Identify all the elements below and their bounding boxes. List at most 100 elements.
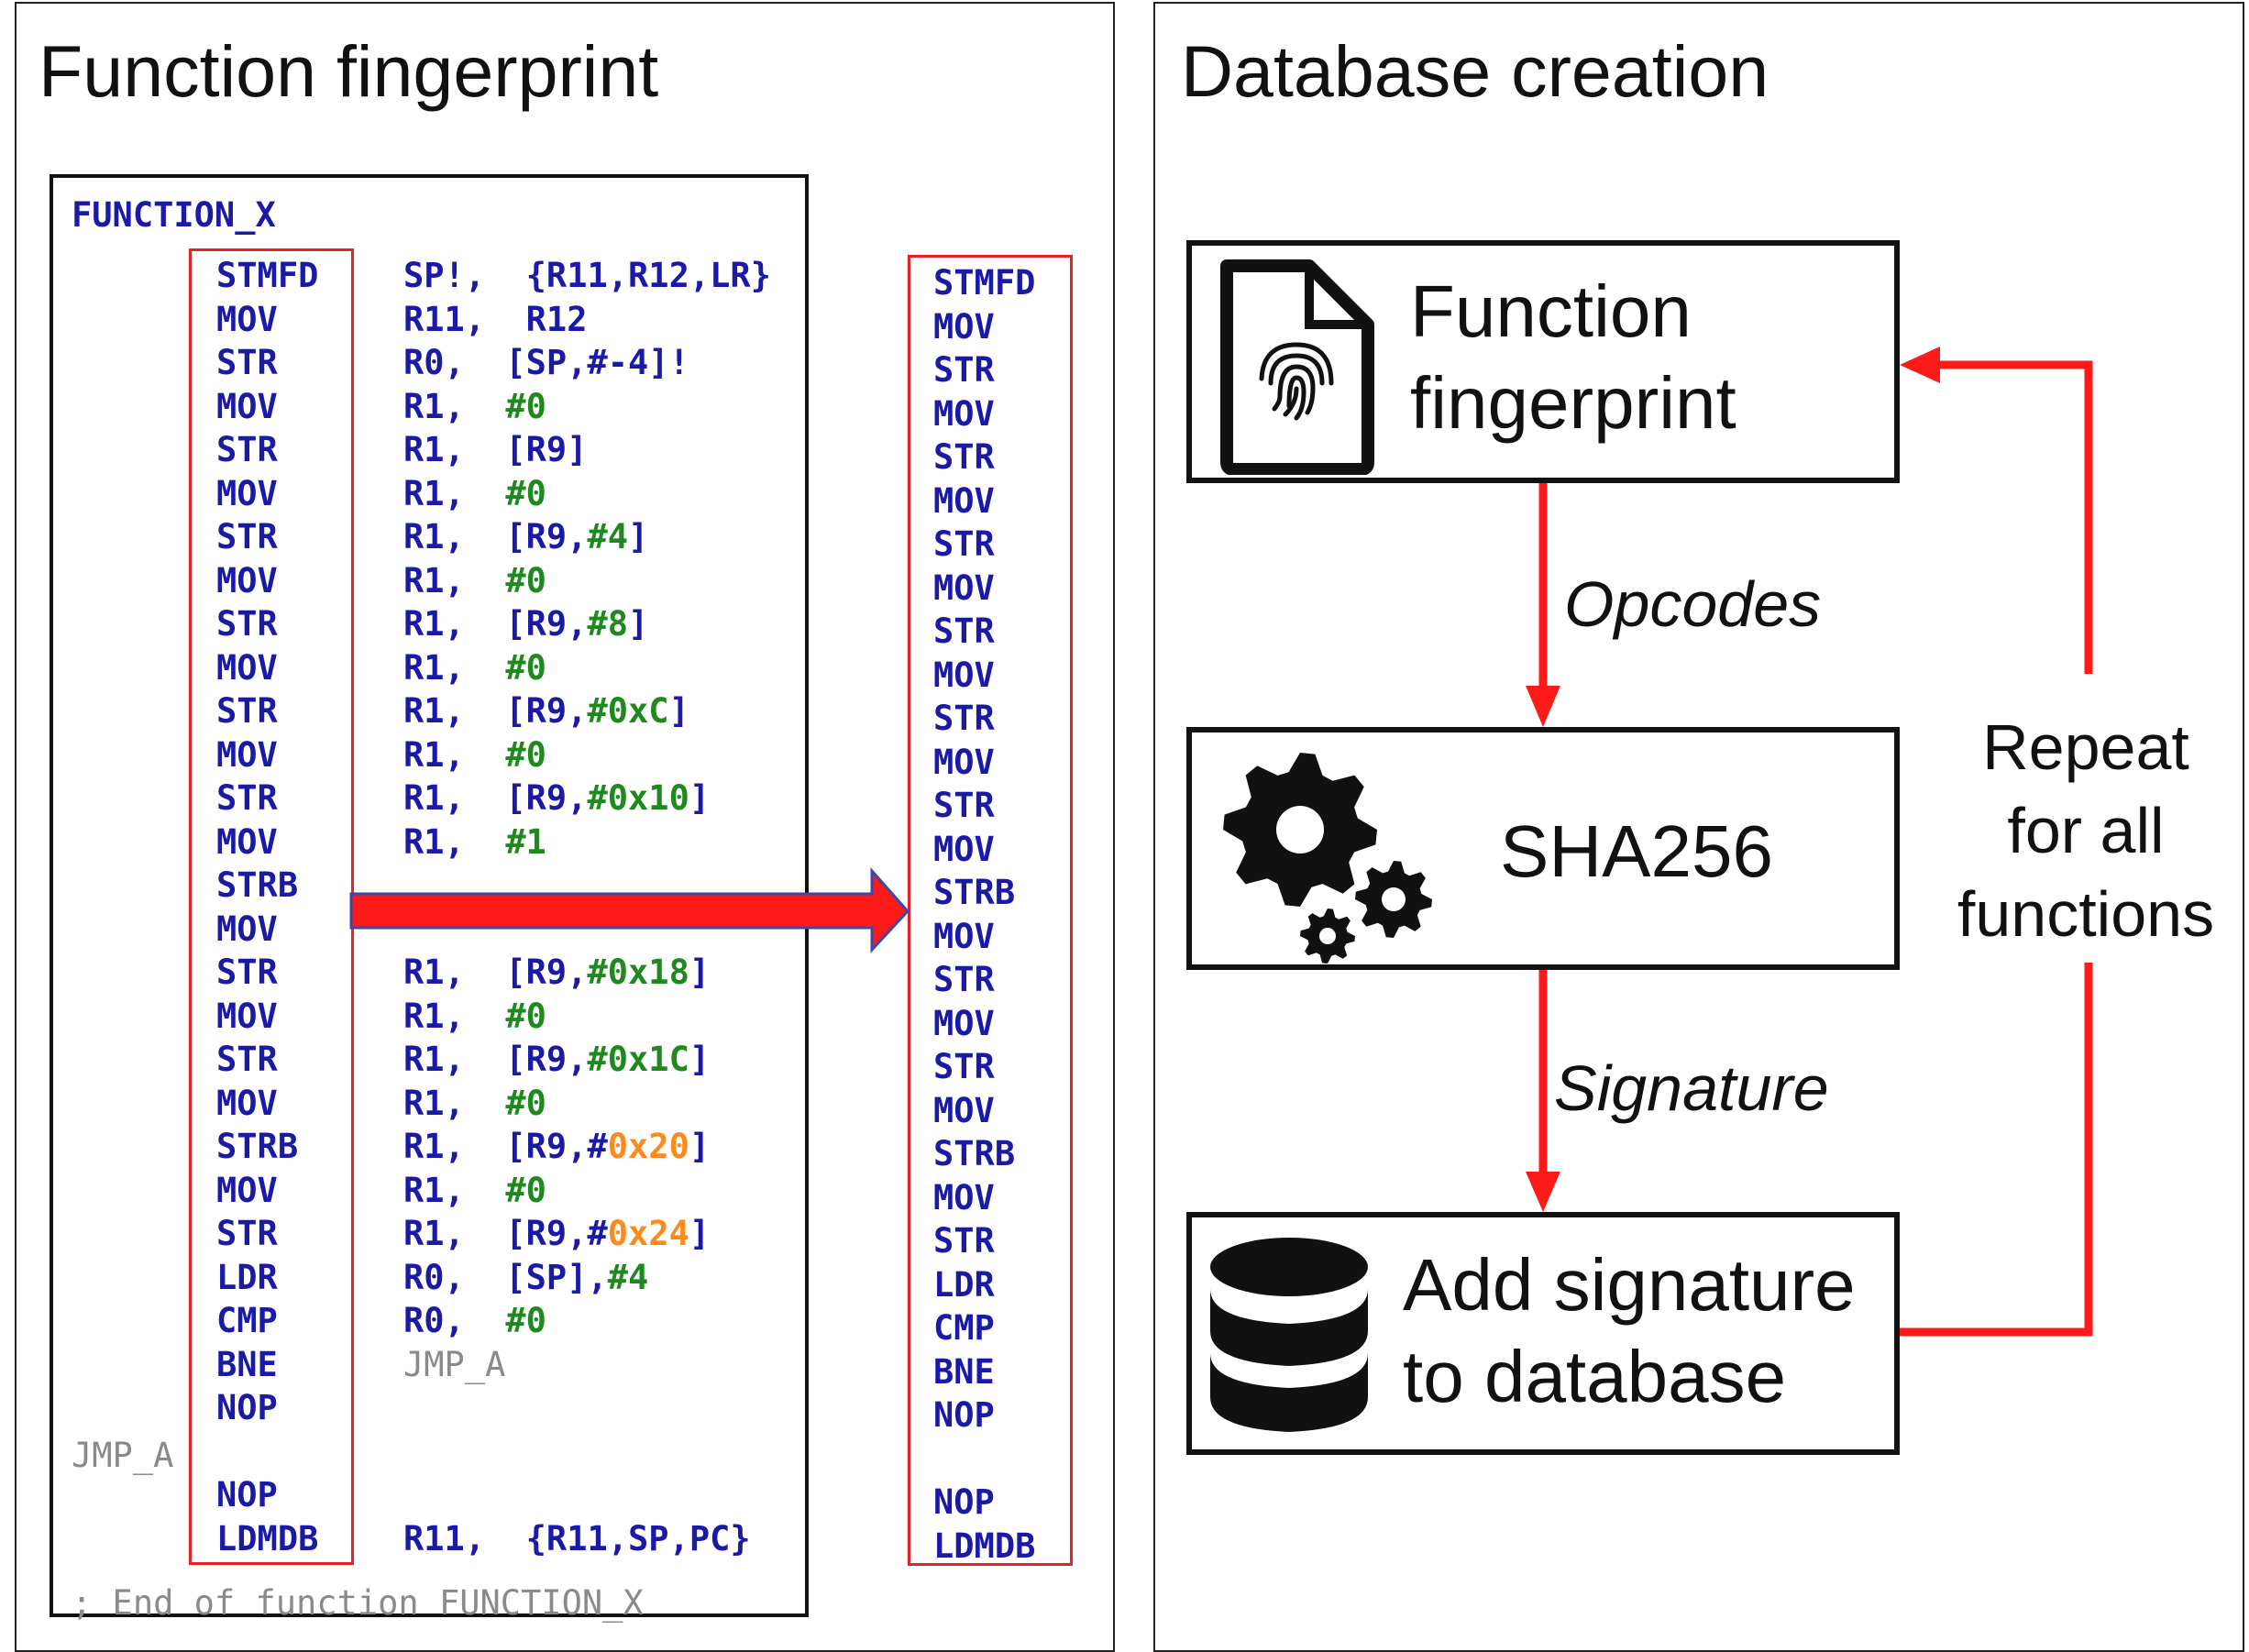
opcode-mnemonic: MOV <box>216 647 278 688</box>
fingerprint-node-line2: fingerprint <box>1410 362 1736 444</box>
opcode-mnemonic: BNE <box>216 1344 278 1384</box>
operand-part: R1, [R9, <box>403 1040 588 1079</box>
extract-opcodes-arrow <box>349 867 910 953</box>
operands: R0, [SP],#4 <box>403 1261 648 1294</box>
signature-edge-label: Signature <box>1554 1052 1829 1124</box>
operand-part: R1, [R9] <box>403 430 588 469</box>
operand-part: R11, {R11,SP,PC} <box>403 1518 751 1558</box>
operand-part: ] <box>689 778 711 818</box>
extracted-opcode: MOV <box>933 742 995 782</box>
fingerprint-panel-title: Function fingerprint <box>39 30 659 112</box>
operands: R1, #0 <box>403 1173 546 1207</box>
extracted-opcode: MOV <box>933 655 995 695</box>
operand-part: #0 <box>505 1083 546 1123</box>
opcode-mnemonic: STRB <box>216 1127 299 1166</box>
end-of-function-comment: ; End of function FUNCTION_X <box>72 1583 644 1623</box>
operand-part: #0 <box>505 560 546 600</box>
operand-part: R0, <box>403 1301 506 1340</box>
db-node-line1: Add signature <box>1403 1244 1856 1326</box>
operands: R1, #0 <box>403 651 546 685</box>
opcode-mnemonic: LDR <box>216 1257 278 1297</box>
extracted-opcode: MOV <box>933 916 995 956</box>
operand-part: R1, <box>403 386 506 426</box>
sha256-label: SHA256 <box>1500 810 1773 892</box>
operand-part: R1, [R9, <box>403 691 588 731</box>
opcode-mnemonic: STR <box>216 517 278 556</box>
extracted-opcode: MOV <box>933 1177 995 1217</box>
opcode-mnemonic: STR <box>216 953 278 992</box>
opcode-mnemonic: MOV <box>216 821 278 862</box>
operands: R1, [R9,#0x24] <box>403 1217 710 1250</box>
operand-part: #0 <box>505 1301 546 1340</box>
gear-shape <box>1223 753 1377 907</box>
extracted-opcode: NOP <box>933 1395 995 1435</box>
loop-label-line1: Repeat <box>1982 711 2189 783</box>
extracted-opcode: STR <box>933 611 995 651</box>
add-signature-node: Add signature to database <box>1186 1212 1900 1455</box>
extracted-opcodes-box <box>908 255 1073 1566</box>
opcode-mnemonic: MOV <box>216 1083 278 1123</box>
opcodes-edge-arrow <box>1526 483 1560 727</box>
extracted-opcode: STR <box>933 1221 995 1261</box>
operand-part: R1, [R9,# <box>403 1214 608 1253</box>
jump-label: JMP_A <box>72 1435 174 1475</box>
operand-part: #0 <box>505 386 546 426</box>
extracted-opcode: MOV <box>933 480 995 521</box>
operands: R0, [SP,#-4]! <box>403 346 689 380</box>
operand-part: R1, <box>403 647 506 688</box>
opcode-mnemonic: NOP <box>216 1475 278 1514</box>
opcode-mnemonic: STRB <box>216 865 299 905</box>
operands: R1, [R9] <box>403 433 587 467</box>
opcode-mnemonic: STR <box>216 604 278 644</box>
extracted-opcode: STR <box>933 786 995 825</box>
opcode-mnemonic: STMFD <box>216 256 319 295</box>
opcode-mnemonic: STR <box>216 343 278 382</box>
opcode-mnemonic: STR <box>216 1040 278 1079</box>
operand-part: #0xC <box>587 691 669 731</box>
extracted-opcode: LDMDB <box>933 1525 1036 1566</box>
operand-part: #4 <box>587 517 629 556</box>
extracted-opcode: MOV <box>933 567 995 608</box>
operand-part: #0 <box>505 473 546 513</box>
operand-part: R1, <box>403 1170 506 1210</box>
opcode-mnemonic: STR <box>216 1214 278 1253</box>
extracted-opcode: BNE <box>933 1351 995 1392</box>
operands: R1, #0 <box>403 477 546 511</box>
operand-part: R0, [SP], <box>403 1257 608 1297</box>
sha256-node: SHA256 <box>1186 727 1900 970</box>
extracted-opcode: STMFD <box>933 263 1036 303</box>
opcode-mnemonic: NOP <box>216 1388 278 1427</box>
operands: R1, [R9,#4] <box>403 520 648 554</box>
operand-part: R1, [R9, <box>403 953 588 992</box>
gear-shape <box>1300 909 1355 964</box>
operands: R0, #0 <box>403 1304 546 1338</box>
operand-part: #0x10 <box>587 778 689 818</box>
extracted-opcode: MOV <box>933 1090 995 1130</box>
operands: JMP_A <box>403 1348 505 1382</box>
extracted-opcode: MOV <box>933 829 995 869</box>
operand-part: R1, [R9, <box>403 604 588 644</box>
opcode-mnemonic: MOV <box>216 386 278 426</box>
opcode-mnemonic: MOV <box>216 734 278 775</box>
operand-part: R1, <box>403 821 506 862</box>
opcode-mnemonic: MOV <box>216 560 278 600</box>
operand-part: 0x20 <box>607 1127 689 1166</box>
operand-part: #0 <box>505 1170 546 1210</box>
operand-part: ] <box>628 517 649 556</box>
operand-part: ] <box>689 1214 711 1253</box>
signature-edge-arrow <box>1526 970 1560 1212</box>
extracted-opcode: CMP <box>933 1308 995 1348</box>
operand-part: R1, <box>403 560 506 600</box>
loop-label-line2: for all <box>2007 795 2165 866</box>
operand-part: R1, <box>403 1083 506 1123</box>
operand-part: R1, [R9, <box>403 517 588 556</box>
opcode-mnemonic: STR <box>216 778 278 818</box>
operand-part: #8 <box>587 604 629 644</box>
function-fingerprint-node: Function fingerprint <box>1186 240 1900 483</box>
operands: R1, [R9,#0x18] <box>403 955 710 989</box>
operands: R1, #0 <box>403 564 546 598</box>
operand-part: #0 <box>505 734 546 775</box>
extracted-opcode: STR <box>933 437 995 477</box>
operands: R1, [R9,#8] <box>403 607 648 641</box>
